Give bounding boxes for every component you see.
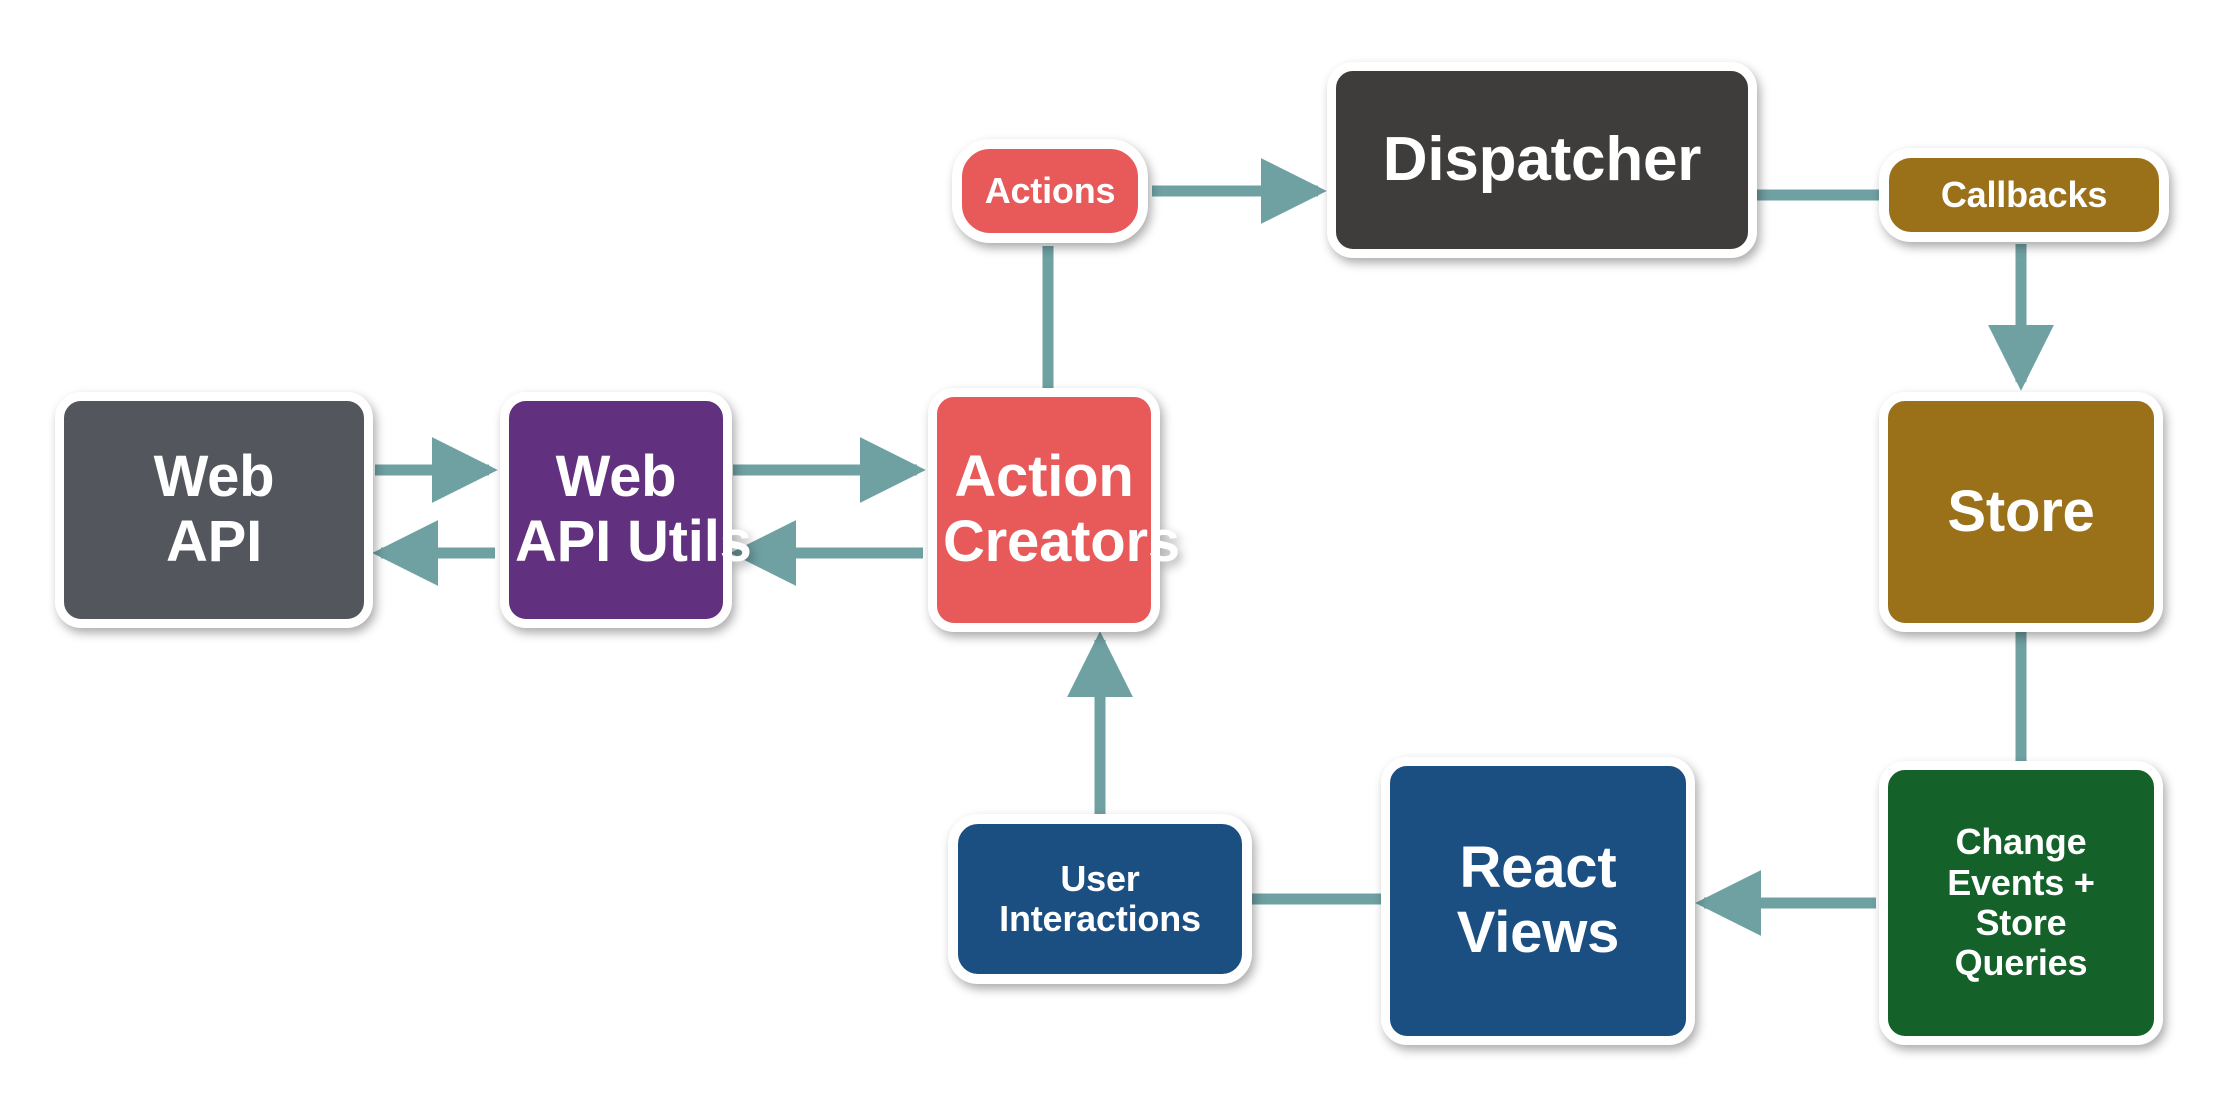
node-web-api[interactable]: Web API (55, 392, 373, 628)
node-action-creators-lines: Action Creators (943, 444, 1180, 575)
node-web-api-utils-line-2: API Utils (515, 509, 752, 574)
node-web-api-utils-lines: Web API Utils (515, 444, 752, 575)
node-web-api-utils[interactable]: Web API Utils (500, 392, 752, 628)
node-action-creators-line-1: Action (954, 444, 1134, 510)
node-change-events-lines: Change Events + Store Queries (1894, 821, 2148, 984)
node-dispatcher[interactable]: Dispatcher (1327, 62, 1757, 258)
node-action-creators[interactable]: Action Creators (928, 388, 1180, 632)
node-web-api-utils-line-1: Web (555, 444, 677, 510)
node-change-events-line-4: Queries (1954, 942, 2088, 984)
node-react-views[interactable]: React Views (1381, 757, 1695, 1045)
node-store-lines: Store (1894, 478, 2148, 545)
node-react-views-line-2: Views (1456, 900, 1620, 965)
node-change-events-line-1: Change (1955, 821, 2087, 863)
node-action-creators-line-2: Creators (943, 509, 1180, 574)
node-react-views-lines: React Views (1396, 835, 1680, 966)
node-actions[interactable]: Actions (952, 139, 1148, 243)
node-store[interactable]: Store (1879, 392, 2163, 632)
node-web-api-line-1: Web (153, 444, 275, 510)
node-actions-line-1: Actions (984, 169, 1116, 211)
node-web-api-line-2: API (165, 509, 263, 574)
node-user-interactions-line-2: Interactions (999, 898, 1201, 939)
node-actions-lines: Actions (968, 169, 1132, 211)
node-change-events[interactable]: Change Events + Store Queries (1879, 761, 2163, 1045)
node-dispatcher-lines: Dispatcher (1342, 125, 1742, 194)
node-web-api-lines: Web API (70, 444, 358, 575)
node-change-events-line-3: Store (1975, 902, 2067, 943)
node-react-views-line-1: React (1459, 835, 1617, 901)
node-callbacks-lines: Callbacks (1895, 173, 2153, 215)
node-user-interactions[interactable]: User Interactions (948, 814, 1252, 984)
node-callbacks[interactable]: Callbacks (1879, 148, 2169, 242)
node-store-line-1: Store (1947, 478, 2095, 544)
node-user-interactions-lines: User Interactions (964, 857, 1236, 940)
node-dispatcher-line-1: Dispatcher (1382, 125, 1702, 195)
node-user-interactions-line-1: User (1060, 857, 1140, 899)
node-change-events-line-2: Events + (1947, 861, 2095, 903)
node-callbacks-line-1: Callbacks (1940, 173, 2108, 215)
